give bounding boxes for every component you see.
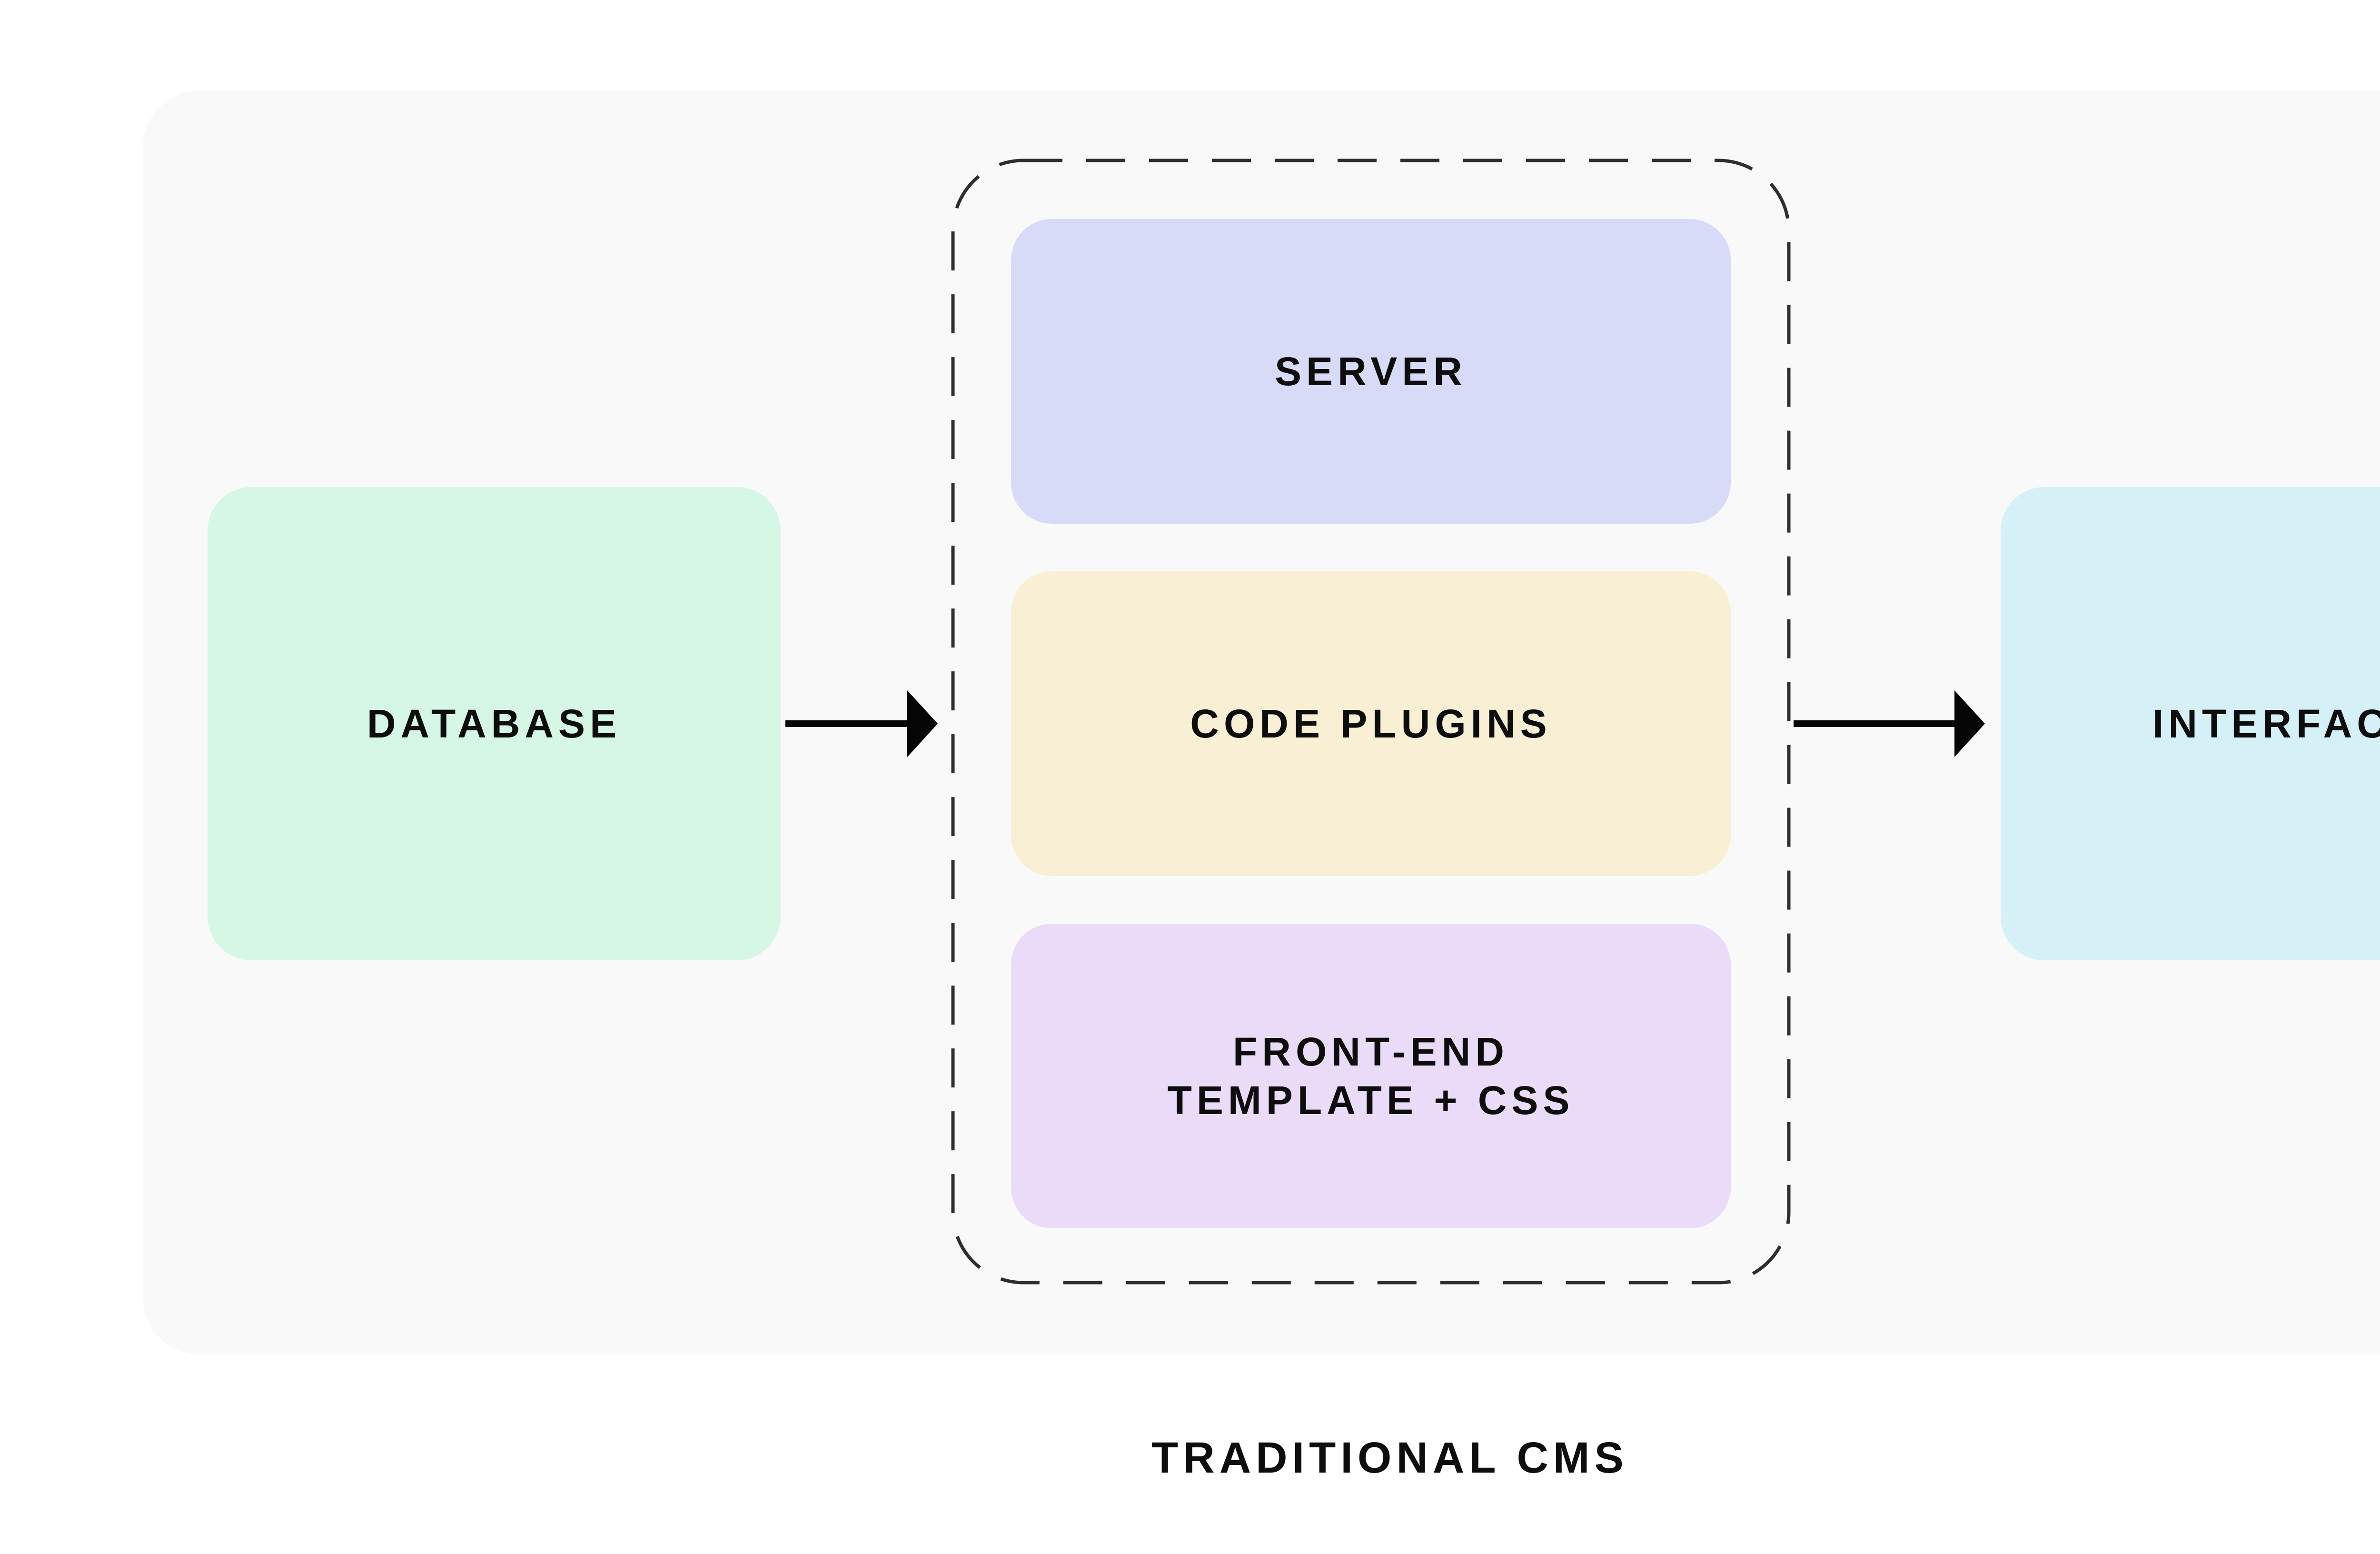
arrow-shaft <box>1794 720 1957 727</box>
node-code-plugins: CODE PLUGINS <box>1011 571 1731 876</box>
pipeline-group-frame <box>951 159 1791 1285</box>
arrow-shaft <box>785 720 910 727</box>
node-database-label: DATABASE <box>367 701 622 746</box>
dashed-border-rect <box>951 159 1791 1285</box>
arrow-head <box>1954 690 1985 757</box>
node-interface: INTERFACE <box>2001 487 2380 960</box>
arrow-right-icon <box>785 690 938 757</box>
node-frontend-template-label: FRONT-END TEMPLATE + CSS <box>1168 1027 1575 1125</box>
node-frontend-template-label-line2: TEMPLATE + CSS <box>1167 1078 1575 1123</box>
node-database: DATABASE <box>208 487 781 960</box>
node-interface-label: INTERFACE <box>2152 701 2380 746</box>
diagram-caption: TRADITIONAL CMS <box>1151 1434 1628 1482</box>
node-server-label: SERVER <box>1275 349 1467 394</box>
diagram-panel: DATABASE SERVER CODE PLUGINS FRONT-END T… <box>143 90 2380 1355</box>
arrow-head <box>907 690 938 757</box>
arrow-right-icon <box>1794 690 1985 757</box>
node-code-plugins-label: CODE PLUGINS <box>1190 701 1552 746</box>
node-frontend-template-label-line1: FRONT-END <box>1233 1029 1509 1074</box>
node-frontend-template: FRONT-END TEMPLATE + CSS <box>1011 924 1731 1228</box>
node-server: SERVER <box>1011 219 1731 524</box>
